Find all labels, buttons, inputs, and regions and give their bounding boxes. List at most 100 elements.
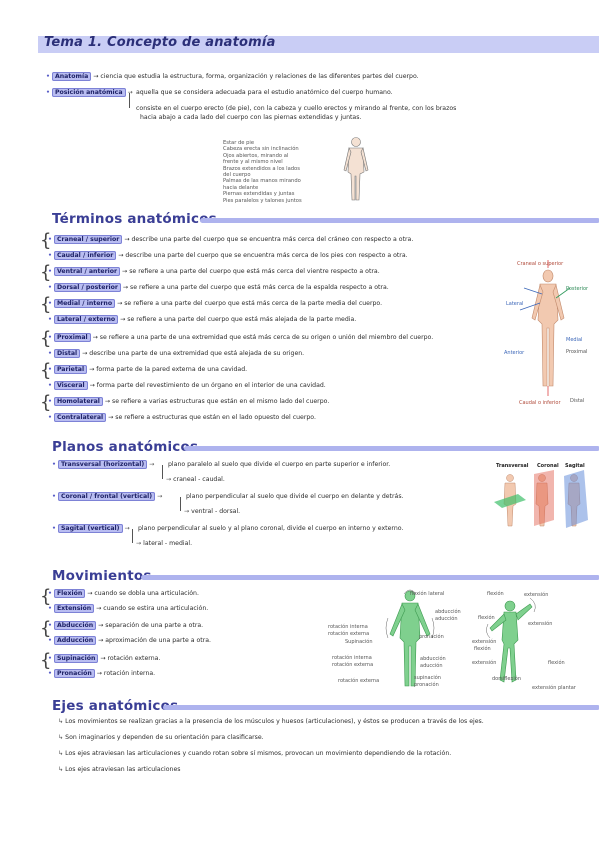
lbl-plano-coronal: Coronal (537, 463, 559, 469)
lbl-aduccion: aducción (435, 616, 458, 622)
intro-anatomia: • Anatomía → ciencia que estudia la estr… (46, 72, 419, 81)
term-row-8: • Parietal → forma parte de la pared ext… (48, 365, 248, 374)
lbl-abduccion-2: abducción (420, 656, 446, 662)
heading-movimientos-line (141, 575, 599, 580)
term-row-9: • Visceral → forma parte del revestimien… (48, 381, 326, 390)
lbl-medial: Medial (566, 337, 583, 343)
lbl-abduccion: abducción (435, 609, 461, 615)
lbl-dorsiflexion: dorsiflexión (492, 676, 521, 682)
lbl-flexion-4: flexión (548, 660, 565, 666)
mov-row-1: • Extensión → cuando se estira una artic… (48, 604, 209, 613)
figure-movements (385, 589, 536, 687)
term-row-2: • Ventral / anterior → se refiere a una … (48, 267, 380, 276)
figure-anatomical-position (343, 137, 369, 201)
fig-list-6: Palmas de las manos mirando (223, 178, 301, 185)
lbl-flexion-1: flexión (487, 591, 504, 597)
figure-anatomical-terms (519, 260, 571, 396)
plano-def2-2: → lateral - medial. (136, 540, 193, 547)
plano-def1-0: plano paralelo al suelo que divide el cu… (168, 461, 391, 468)
plano-row-0: • Transversal (horizontal) → (52, 460, 155, 469)
heading-ejes: Ejes anatómicos (52, 698, 179, 714)
brace-mov-1: { (40, 586, 52, 607)
heading-planos-line (184, 446, 599, 451)
lbl-rotacion-externa-2: rotación externa (332, 662, 374, 668)
plano-def1-2: plano perpendicular al suelo y al plano … (138, 525, 404, 532)
figure-position-list: Estar de pie Cabeza erecta sin inclinaci… (223, 140, 302, 204)
mov-row-3: • Adducción → aproximación de una parte … (48, 636, 211, 645)
brace-mov-3: { (40, 650, 52, 671)
ejes-row-2: ↳ Los ejes atraviesan las articulaciones… (58, 750, 452, 757)
ejes-row-1: ↳ Son imaginarios y dependen de su orien… (58, 734, 264, 741)
plano-def2-0: → craneal - caudal. (166, 476, 225, 483)
figure-planes (494, 470, 588, 528)
fig-list-1: Cabeza erecta sin inclinación (223, 146, 299, 153)
lbl-rotacion-externa: rotación externa (328, 631, 370, 637)
mov-row-5: • Pronación → rotación interna. (48, 669, 156, 678)
page-title: Tema 1. Concepto de anatomía (44, 35, 276, 50)
brace-3: { (40, 294, 52, 315)
lbl-plano-sagital: Sagital (565, 463, 585, 469)
lbl-proximal: Proximal (566, 349, 588, 355)
brace-mov-2: { (40, 618, 52, 639)
def-posicion-2a: consiste en el cuerpo erecto (de pie), c… (136, 105, 457, 112)
lbl-flexion-lateral: flexión lateral (410, 591, 445, 597)
plano-branch-2 (132, 529, 135, 543)
lbl-rotacion-interna: rotación interna (328, 624, 368, 630)
lbl-pronacion-2: pronación (414, 682, 439, 688)
lbl-posterior: Posterior (566, 286, 589, 292)
brace-4: { (40, 328, 52, 349)
title-bar (38, 36, 599, 53)
lbl-extension-4: extensión (472, 660, 497, 666)
term-row-10: • Homolateral → se refiere a varias estr… (48, 397, 330, 406)
lbl-rotacion-externa-3: rotación externa (338, 678, 380, 684)
term-posicion: Posición anatómica (51, 88, 126, 97)
lbl-rotacion-interna-2: rotación interna (332, 655, 372, 661)
lbl-craneal: Craneal o superior (517, 261, 564, 267)
mov-row-0: • Flexión → cuando se dobla una articula… (48, 589, 199, 598)
plano-branch-0 (162, 465, 165, 479)
heading-ejes-line (163, 705, 599, 710)
lbl-flexion-3: flexión (474, 646, 491, 652)
heading-terminos: Términos anatómicos (52, 211, 217, 227)
lbl-extension-2: extensión (528, 621, 553, 627)
def-posicion-2b: hacia abajo a cada lado del cuerpo con l… (140, 114, 362, 121)
lbl-distal: Distal (570, 398, 585, 404)
lbl-anterior: Anterior (504, 350, 525, 356)
lbl-supinacion-2: supinación (414, 675, 441, 681)
ejes-row-0: ↳ Los movimientos se realizan gracias a … (58, 718, 484, 725)
fig-list-3: frente y al mismo nivel (223, 159, 283, 166)
mov-row-2: • Abducción → separación de una parte a … (48, 621, 204, 630)
lbl-caudal: Caudal o inferior (519, 400, 561, 406)
lbl-aduccion-2: aducción (420, 663, 443, 669)
plano-def2-1: → ventral - dorsal. (184, 508, 241, 515)
brace-6: { (40, 392, 52, 413)
lbl-supinacion: Supinación (345, 639, 373, 645)
fig-list-7: hacia delante (223, 184, 259, 191)
mov-row-4: • Supinación → rotación externa. (48, 654, 161, 663)
brace-5: { (40, 360, 52, 381)
fig-list-5: del cuerpo (223, 172, 251, 179)
term-row-4: • Medial / interno → se refiere a una pa… (48, 299, 383, 308)
lbl-extension-plantar: extensión plantar (532, 685, 576, 691)
lbl-flexion-2: flexión (478, 615, 495, 621)
term-anatomia: Anatomía (51, 72, 92, 81)
term-row-5: • Lateral / externo → se refiere a una p… (48, 315, 357, 324)
plano-row-1: • Coronal / frontal (vertical) → (52, 492, 163, 501)
brace-1: { (40, 230, 52, 251)
lbl-lateral: Lateral (506, 301, 524, 307)
def-posicion-1: aquella que se considera adecuada para e… (136, 89, 393, 96)
term-row-7: • Distal → describe una parte de una ext… (48, 349, 305, 358)
term-row-0: • Craneal / superior → describe una part… (48, 235, 414, 244)
term-row-6: • Proximal → se refiere a una parte de u… (48, 333, 434, 342)
term-row-3: • Dorsal / posterior → se refiere a una … (48, 283, 389, 292)
fig-list-8: Piernas extendidas y juntas (223, 191, 295, 198)
heading-terminos-line (200, 218, 599, 223)
heading-movimientos: Movimientos (52, 568, 152, 584)
fig-list-4: Brazos extendidos a los lados (223, 165, 300, 172)
fig-list-9: Pies paralelos y talones juntos (223, 197, 302, 204)
lbl-plano-transversal: Transversal (496, 463, 529, 469)
fig-list-0: Estar de pie (223, 140, 255, 146)
intro-branch (129, 93, 132, 108)
def-anatomia: → ciencia que estudia la estructura, for… (93, 73, 419, 80)
term-row-11: • Contralateral → se refiere a estructur… (48, 413, 316, 422)
